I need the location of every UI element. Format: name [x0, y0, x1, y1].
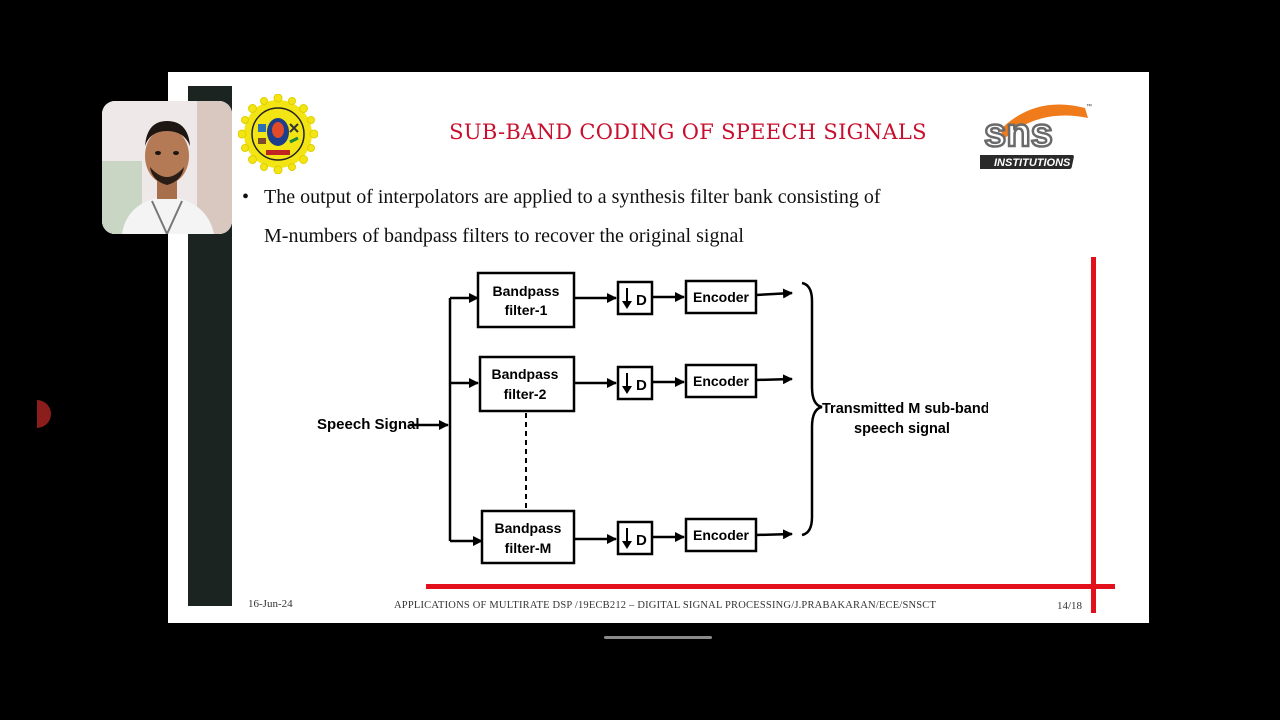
bullet-line-1: The output of interpolators are applied … — [264, 178, 1074, 217]
slide: sns INSTITUTIONS ™ • The output of inter… — [168, 72, 1149, 623]
college-emblem-logo — [238, 94, 318, 174]
svg-text:D: D — [636, 532, 647, 549]
bullet-point: • The output of interpolators are applie… — [264, 178, 1074, 256]
side-panel-handle[interactable] — [37, 400, 51, 428]
footer-page-number: 14/18 — [1057, 600, 1082, 612]
sns-institutions-logo: sns INSTITUTIONS ™ — [980, 100, 1095, 175]
decimator-2: D — [618, 367, 652, 399]
bandpass-filter-1-box — [478, 273, 574, 327]
svg-text:sns: sns — [984, 111, 1053, 155]
video-progress-indicator[interactable] — [604, 636, 712, 639]
svg-text:D: D — [636, 377, 647, 394]
presenter-webcam[interactable] — [102, 101, 232, 234]
output-brace — [802, 283, 822, 535]
footer-course-info: APPLICATIONS OF MULTIRATE DSP /19ECB212 … — [394, 600, 936, 611]
encoder-1-label: Encoder — [693, 289, 750, 305]
bullet-line-2: M-numbers of bandpass filters to recover… — [264, 217, 1074, 256]
encoder-m-label: Encoder — [693, 527, 750, 543]
svg-text:™: ™ — [1086, 103, 1092, 110]
bullet-marker: • — [242, 178, 249, 217]
decimator-1: D — [618, 282, 652, 314]
svg-text:D: D — [636, 292, 647, 309]
filter-2-line1: Bandpass — [492, 366, 559, 382]
speech-signal-label: Speech Signal — [317, 416, 420, 433]
output-label-line2: speech signal — [854, 421, 950, 437]
filter-1-line1: Bandpass — [493, 283, 560, 299]
footer-date: 16-Jun-24 — [248, 598, 293, 610]
encoder-2-label: Encoder — [693, 373, 750, 389]
filter-m-line2: filter-M — [505, 540, 552, 556]
output-label-line1: Transmitted M sub-band — [822, 401, 988, 417]
filter-1-line2: filter-1 — [505, 302, 548, 318]
filter-2-line2: filter-2 — [504, 386, 547, 402]
red-horizontal-rule — [426, 584, 1115, 589]
svg-text:INSTITUTIONS: INSTITUTIONS — [994, 157, 1071, 169]
filter-m-line1: Bandpass — [495, 520, 562, 536]
subband-block-diagram: Speech Signal Bandpass filter-1 Bandpass… — [308, 257, 988, 567]
presenter-avatar — [102, 101, 232, 234]
decimator-m: D — [618, 522, 652, 554]
red-vertical-rule — [1091, 257, 1096, 613]
